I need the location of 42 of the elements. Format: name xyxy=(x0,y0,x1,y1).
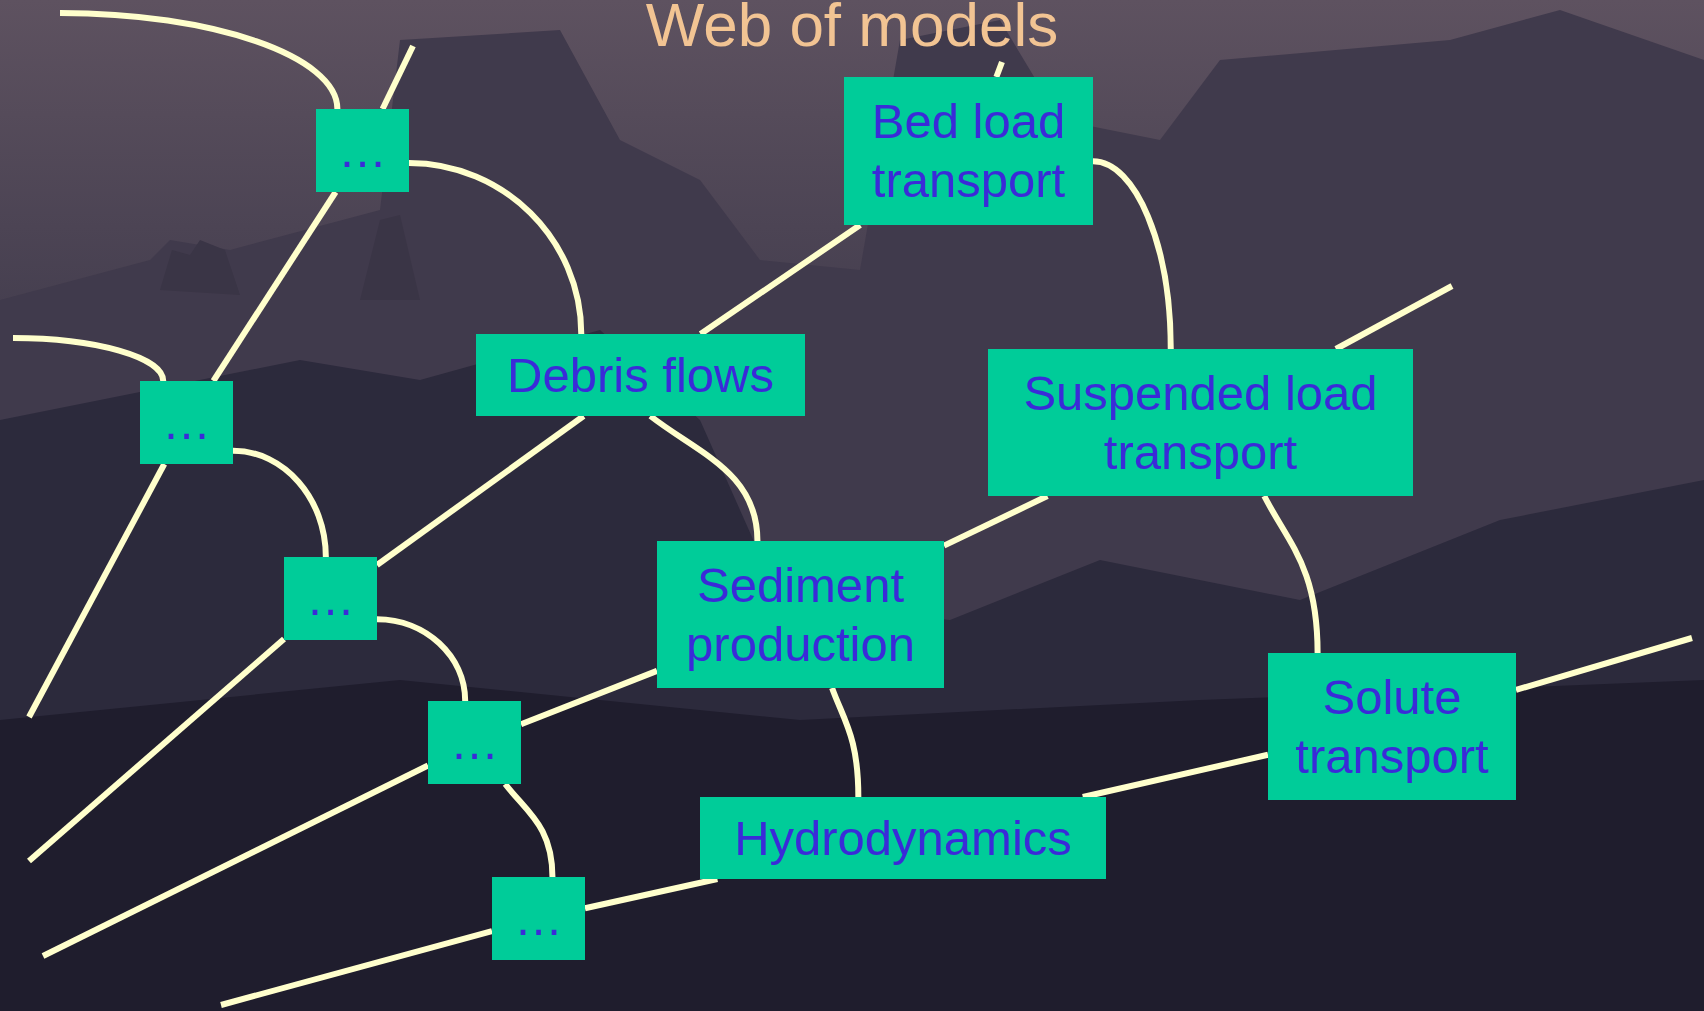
connector-line xyxy=(379,44,416,111)
node-label: Suspended load transport xyxy=(1022,364,1379,481)
connector-line xyxy=(408,159,585,335)
model-box xyxy=(284,557,377,640)
connector-line xyxy=(1261,494,1321,654)
node-label: … xyxy=(514,890,563,948)
connector-line xyxy=(220,928,493,1008)
connector-line xyxy=(993,60,1005,79)
model-box xyxy=(428,701,521,784)
node-label: … xyxy=(450,714,499,772)
node-label: Sediment production xyxy=(685,556,916,673)
connector-line xyxy=(1082,751,1269,800)
connector-line xyxy=(502,782,556,878)
connector-line xyxy=(41,762,430,959)
node-label: … xyxy=(162,394,211,452)
connector-line xyxy=(376,616,469,702)
connector-line xyxy=(27,636,286,864)
model-box xyxy=(988,349,1413,496)
model-box xyxy=(492,877,585,960)
connector-line xyxy=(1515,635,1693,693)
model-box xyxy=(844,77,1093,225)
node-label: Debris flows xyxy=(507,346,774,404)
model-box xyxy=(700,797,1106,879)
model-box xyxy=(316,109,409,192)
connector-line xyxy=(232,447,329,558)
node-label: Hydrodynamics xyxy=(734,809,1072,867)
model-box xyxy=(1268,653,1516,800)
title: Web of models xyxy=(644,0,1060,56)
node-label: Bed load transport xyxy=(870,93,1067,209)
connector-line xyxy=(1092,158,1174,350)
node-label: … xyxy=(338,122,387,180)
connector-line xyxy=(829,686,862,798)
model-box xyxy=(476,334,805,416)
model-box xyxy=(140,381,233,464)
connector-line xyxy=(26,462,167,719)
connector-line xyxy=(210,190,339,383)
node-label: Solute transport xyxy=(1294,668,1490,785)
model-box xyxy=(657,541,944,688)
connector-line xyxy=(59,10,341,110)
connector-line xyxy=(1334,283,1454,352)
connector-line xyxy=(12,335,167,382)
node-label: … xyxy=(306,570,355,628)
